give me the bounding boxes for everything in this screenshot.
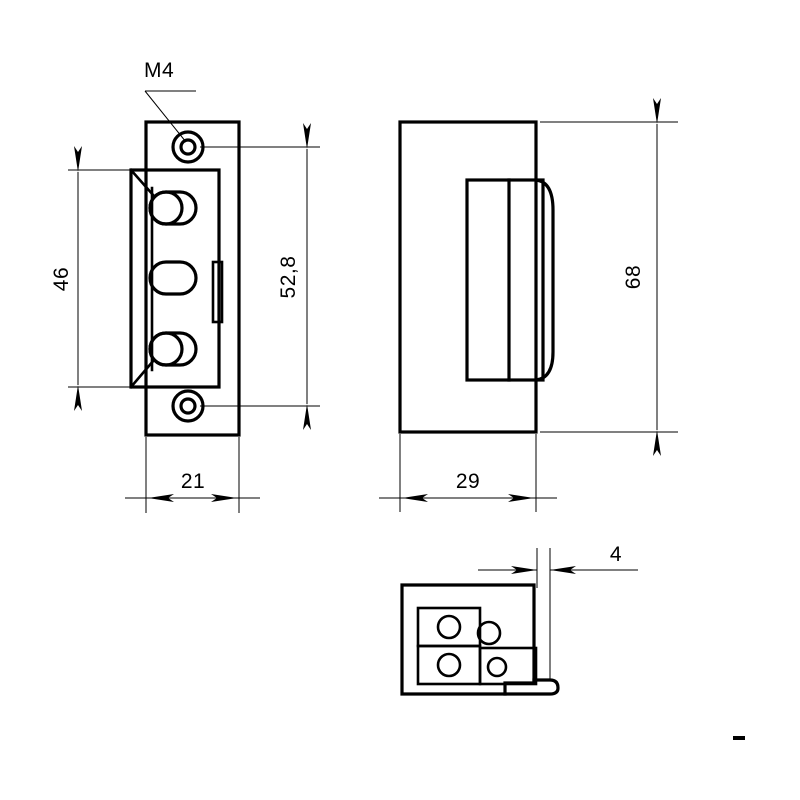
- dimension-4: 4: [478, 543, 638, 680]
- dim21-text: 21: [181, 470, 205, 493]
- front-lower-boss-circle: [148, 331, 184, 367]
- top-hole-upper-left: [436, 614, 462, 640]
- dimension-68: 68: [540, 98, 678, 456]
- dim4-text: 4: [610, 543, 622, 566]
- front-view: [129, 120, 241, 437]
- side-keeper-round-edge: [534, 178, 555, 382]
- corner-tick-mark: [733, 736, 745, 740]
- side-keeper-block: [465, 178, 545, 382]
- dimension-46: 46: [50, 146, 133, 411]
- top-hole-lower-right: [486, 656, 508, 678]
- front-body-outline: [129, 168, 221, 389]
- dim46-text: 46: [50, 267, 73, 291]
- front-bottom-chamfer: [129, 358, 156, 389]
- top-view: [400, 583, 560, 696]
- top-right-cell: [478, 646, 538, 686]
- top-hole-upper-right: [476, 620, 502, 646]
- m4-callout: M4: [144, 59, 196, 143]
- top-hook-tail: [503, 678, 560, 696]
- front-middle-slot: [148, 260, 198, 296]
- dim29-text: 29: [456, 470, 480, 493]
- front-top-chamfer: [129, 168, 156, 198]
- m4-label: M4: [144, 59, 174, 82]
- front-upper-boss-circle: [148, 190, 184, 226]
- front-side-tab: [211, 260, 224, 324]
- m4-leader-line: [144, 90, 187, 143]
- side-body-outline: [398, 120, 538, 434]
- dim68-text: 68: [622, 265, 645, 289]
- front-lower-screw-inner: [179, 397, 197, 415]
- dimension-52-8: 52,8: [200, 123, 320, 430]
- dimension-29: 29: [379, 434, 557, 512]
- side-view: [398, 120, 555, 434]
- top-hole-lower-left: [436, 652, 462, 678]
- front-upper-screw-inner: [179, 138, 197, 156]
- front-faceplate-outline: [144, 120, 241, 437]
- dim528-text: 52,8: [277, 256, 300, 299]
- dimension-21: 21: [125, 437, 260, 513]
